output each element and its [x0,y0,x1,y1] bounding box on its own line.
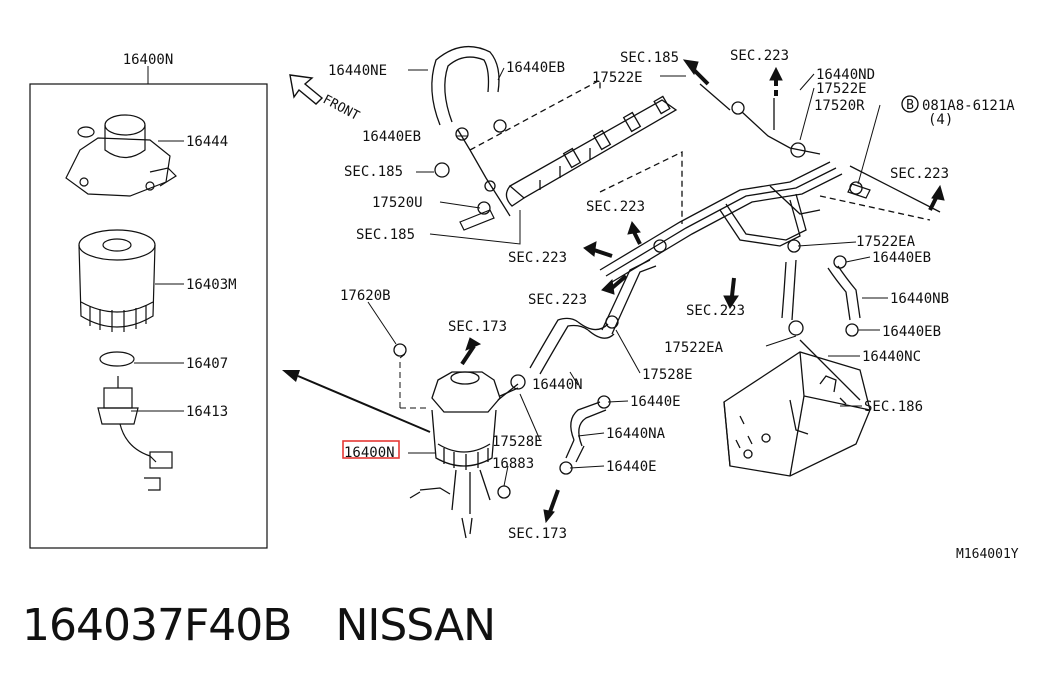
label-16440NC: 16440NC [862,349,921,365]
label-081A8-6121A: 081A8-6121A [922,98,1015,114]
label-17522E-b: 17522E [816,81,867,97]
filter-element-illustration [78,229,156,332]
label-sec185-b: SEC.185 [344,164,403,180]
inset-panel: 16400N 16444 16403M 16407 [29,52,268,549]
label-16413: 16413 [186,404,228,420]
part-number: 164037F40B [22,600,292,651]
label-sec223-a: SEC.223 [730,48,789,64]
label-17520R: 17520R [814,98,865,114]
label-16440EB-left: 16440EB [362,129,421,145]
label-16440NB: 16440NB [890,291,949,307]
label-sec223-d: SEC.223 [528,292,587,308]
label-sec173-a: SEC.173 [448,319,507,335]
label-16444: 16444 [186,134,228,150]
label-sec173-b: SEC.173 [508,526,567,542]
front-indicator: FRONT [289,74,362,124]
o-ring-illustration [99,351,135,367]
sensor-illustration [97,376,173,491]
callout-arrow [297,375,431,433]
label-16883: 16883 [492,456,534,472]
brand-name: NISSAN [335,600,496,651]
label-16440E-a: 16440E [630,394,681,410]
label-sec186: SEC.186 [864,399,923,415]
label-17522E-a: 17522E [592,70,643,86]
section-arrows [460,59,945,524]
label-sec185-c: SEC.185 [356,227,415,243]
label-16440EB-top: 16440EB [506,60,565,76]
label-16440EB-right: 16440EB [872,250,931,266]
highlighted-part[interactable]: 16400N [342,440,400,461]
inset-title: 16400N [123,52,174,68]
label-16440ND: 16440ND [816,67,875,83]
fuel-filter-assembly [409,371,519,539]
injection-pump-illustration [723,351,871,477]
filter-bracket-dashed [399,351,428,409]
label-16407: 16407 [186,356,228,372]
highlight-box [342,440,400,459]
label-17528E-b: 17528E [492,434,543,450]
label-sec223-b: SEC.223 [586,199,645,215]
bolt-icons [459,183,871,231]
label-17522EA-a: 17522EA [856,234,916,250]
label-16440N: 16440N [532,377,583,393]
label-17620B: 17620B [340,288,391,304]
diagram-code: M164001Y [956,547,1019,562]
label-16440E-b: 16440E [606,459,657,475]
label-17522EA-b: 17522EA [664,340,724,356]
label-081A8-qty: (4) [928,112,953,128]
label-16440NA: 16440NA [606,426,666,442]
label-16403M: 16403M [186,277,237,293]
label-17528E-a: 17528E [642,367,693,383]
label-16400N-highlighted[interactable]: 16400N [344,445,395,461]
front-label: FRONT [320,92,362,124]
label-17520U: 17520U [372,195,423,211]
footer: 164037F40B NISSAN [22,600,496,660]
bolt-b-marker [901,95,919,113]
bolt-b-letter: B [906,98,914,113]
label-sec223-right: SEC.223 [890,166,949,182]
arrow-head-icon [282,370,300,382]
leader-lines [367,67,888,487]
fuel-lines [431,45,941,463]
filter-head-illustration [65,114,177,197]
label-16440EB-r2: 16440EB [882,324,941,340]
label-sec223-e: SEC.223 [686,303,745,319]
label-16440NE: 16440NE [328,63,387,79]
label-sec223-c: SEC.223 [508,250,567,266]
label-sec185-a: SEC.185 [620,50,679,66]
part-labels: 16440NE 16440EB SEC.185 17522E SEC.223 1… [328,48,1019,562]
